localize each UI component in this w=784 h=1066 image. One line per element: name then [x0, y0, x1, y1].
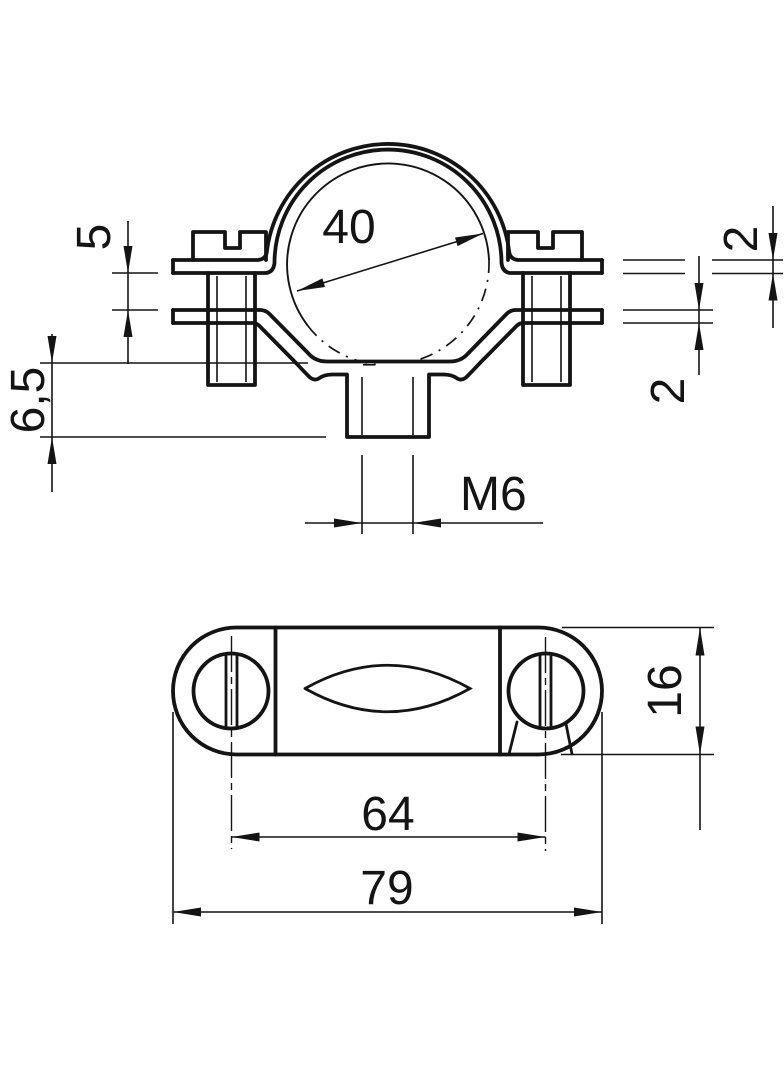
arrowhead [694, 323, 704, 350]
embossed-lens [303, 663, 473, 714]
dim-text-16: 16 [639, 664, 692, 717]
strap-edges-right [507, 720, 574, 756]
pipe-circle [286, 162, 490, 327]
arrowhead [455, 233, 483, 247]
dim-text-5: 5 [68, 224, 121, 251]
arrowhead [413, 518, 441, 528]
dim-line-6-5 [40, 334, 326, 492]
dimension-thread-m6: M6 [305, 455, 543, 534]
pipe-circle-hidden-left [307, 325, 377, 366]
dim-line-5 [112, 221, 158, 364]
arrowhead [123, 246, 133, 273]
arrowhead [47, 437, 57, 464]
arrowhead [768, 233, 778, 260]
screw-head-right [506, 230, 584, 262]
dim-line-2-lower [623, 256, 713, 375]
saddle-inner [171, 308, 604, 364]
dim-text-6-5: 6,5 [2, 367, 55, 434]
dimension-lower-flange-2: 2 [623, 256, 713, 404]
base-plate-outline [171, 625, 604, 757]
dim-text-64: 64 [361, 788, 414, 841]
dimension-diameter-40: 40 [296, 201, 484, 292]
screw-shank-left [206, 271, 257, 387]
screw-right-slot [538, 653, 553, 729]
boss-thread-lines [361, 377, 414, 435]
arrowhead [695, 627, 705, 656]
dim-text-79: 79 [360, 862, 413, 915]
dim-text-m6: M6 [460, 468, 527, 521]
arrowhead [173, 907, 201, 917]
screw-thread-left [216, 276, 247, 382]
dimension-width-16: 16 [561, 626, 714, 830]
arrowhead [695, 726, 705, 755]
arrowhead [231, 832, 260, 842]
clamp-band-inner [171, 147, 604, 275]
dim-line-40 [296, 232, 484, 292]
screw-left-slot [224, 653, 239, 729]
dim-text-2-upper: 2 [715, 226, 768, 253]
dim-text-2-lower: 2 [642, 378, 695, 405]
arrowhead [47, 336, 57, 363]
screw-shank-right [521, 271, 572, 387]
arrowhead [334, 518, 362, 528]
front-view: 40 5 6,5 2 2 [2, 142, 783, 534]
arrowhead [297, 278, 325, 291]
arrowhead [694, 283, 704, 310]
arrowhead [123, 310, 133, 337]
arrowhead [768, 273, 778, 301]
dimension-gap-5: 5 [68, 221, 158, 364]
arrowhead [517, 832, 546, 842]
bottom-view: 16 64 79 [171, 625, 714, 924]
dim-line-79 [172, 712, 603, 924]
saddle-outer-and-boss [171, 321, 604, 439]
dim-line-16 [561, 626, 714, 830]
dimension-upper-flange-2: 2 [623, 206, 783, 328]
screw-thread-right [531, 276, 562, 382]
arrowhead [574, 907, 602, 917]
screw-head-left [191, 230, 268, 262]
dim-line-2-upper [623, 206, 783, 328]
dimension-spacing-64: 64 [231, 788, 546, 842]
pipe-circle-hidden-right [413, 259, 490, 362]
dimension-length-79: 79 [172, 712, 603, 924]
dimension-boss-height-6-5: 6,5 [2, 334, 326, 492]
dim-text-40: 40 [322, 201, 375, 254]
